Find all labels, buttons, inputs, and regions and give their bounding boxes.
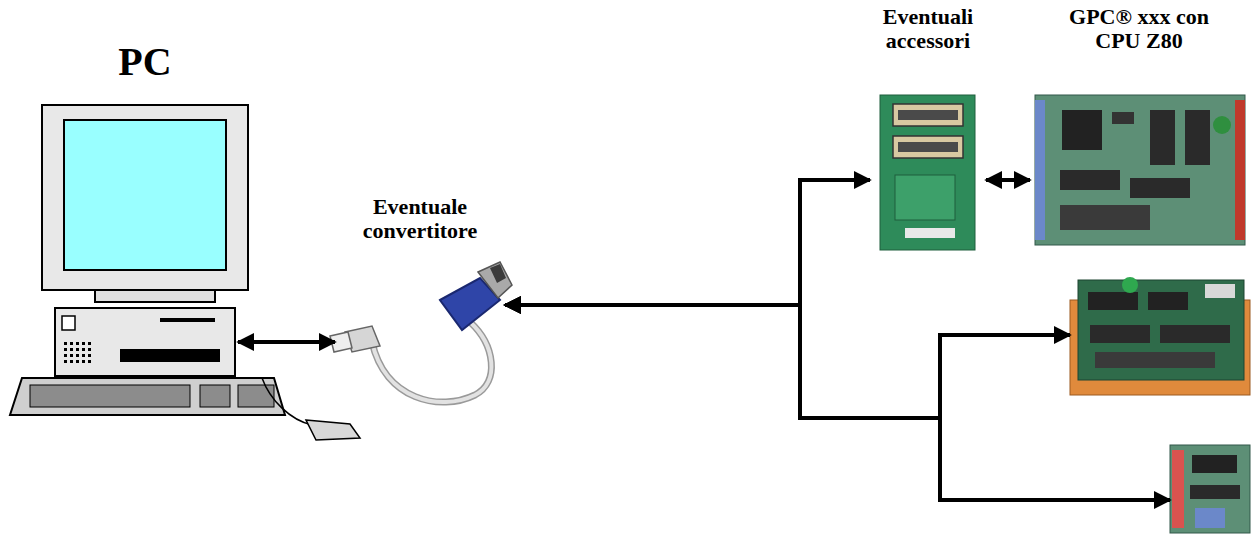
bus-connector (238, 340, 335, 344)
pc-picture (10, 105, 360, 440)
bus-connector (505, 305, 1170, 500)
node-label: Eventuale convertitore (350, 195, 490, 243)
board-picture (1170, 445, 1250, 533)
device-node: GPC® xxx con CPU Z80 (1030, 5, 1248, 245)
accessory-board-picture (880, 95, 975, 250)
usb-serial-converter-picture (330, 262, 512, 402)
gpc-board-picture (1035, 95, 1245, 245)
node-label: Eventuali accessori (873, 5, 983, 53)
device-node (1070, 280, 1250, 395)
device-node: PC (52, 40, 238, 380)
bus-connector (505, 180, 870, 305)
node-label: GPC® xxx con CPU Z80 (1064, 5, 1214, 53)
board-picture (1070, 277, 1250, 395)
bus-connector (505, 305, 1070, 418)
device-node: Eventuale convertitore (335, 195, 505, 400)
device-node (1170, 445, 1250, 533)
bus-connector (986, 178, 1030, 182)
device-node: Eventuali accessori (870, 5, 986, 250)
node-label: PC (118, 40, 171, 84)
